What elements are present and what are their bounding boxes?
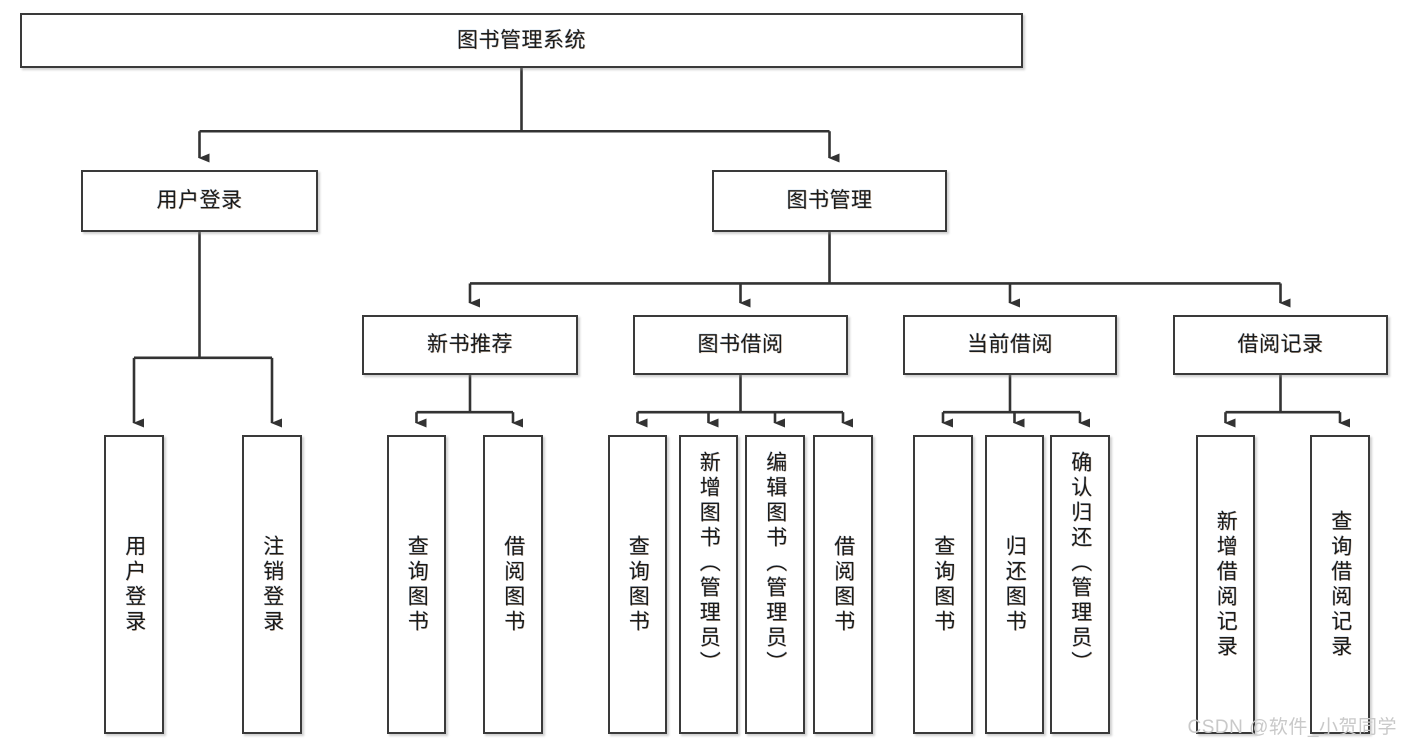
node-leaf-add-book-admin-label: 新增图书（管理员） bbox=[697, 451, 721, 676]
node-current-borrow-label: 当前借阅 bbox=[967, 333, 1053, 357]
node-leaf-query-book-rec[interactable]: 查询图书 bbox=[387, 435, 446, 734]
node-leaf-add-book-admin[interactable]: 新增图书（管理员） bbox=[679, 435, 738, 734]
node-leaf-query-book-cur[interactable]: 查询图书 bbox=[913, 435, 973, 734]
node-leaf-query-book-cur-label: 查询图书 bbox=[931, 534, 955, 635]
node-leaf-user-logout-label: 注销登录 bbox=[260, 534, 284, 635]
node-root-label: 图书管理系统 bbox=[457, 28, 586, 52]
node-book-manage-label: 图书管理 bbox=[786, 189, 873, 213]
node-book-manage[interactable]: 图书管理 bbox=[712, 170, 947, 232]
node-user-login[interactable]: 用户登录 bbox=[81, 170, 318, 232]
node-leaf-query-borrow-record[interactable]: 查询借阅记录 bbox=[1310, 435, 1370, 734]
node-leaf-confirm-return-admin-label: 确认归还（管理员） bbox=[1068, 451, 1092, 676]
node-leaf-user-logout[interactable]: 注销登录 bbox=[242, 435, 302, 734]
node-leaf-edit-book-admin-label: 编辑图书（管理员） bbox=[763, 451, 787, 676]
node-book-borrow[interactable]: 图书借阅 bbox=[633, 315, 848, 375]
node-new-book-rec-label: 新书推荐 bbox=[427, 333, 513, 357]
node-leaf-query-book-bor[interactable]: 查询图书 bbox=[608, 435, 667, 734]
node-borrow-record-label: 借阅记录 bbox=[1237, 333, 1324, 357]
node-leaf-return-book[interactable]: 归还图书 bbox=[985, 435, 1044, 734]
node-leaf-user-login[interactable]: 用户登录 bbox=[104, 435, 164, 734]
node-root[interactable]: 图书管理系统 bbox=[20, 13, 1023, 68]
node-leaf-borrow-book-bor[interactable]: 借阅图书 bbox=[813, 435, 873, 734]
node-user-login-label: 用户登录 bbox=[156, 189, 243, 213]
node-current-borrow[interactable]: 当前借阅 bbox=[903, 315, 1117, 375]
node-leaf-borrow-book-rec[interactable]: 借阅图书 bbox=[483, 435, 543, 734]
node-borrow-record[interactable]: 借阅记录 bbox=[1173, 315, 1388, 375]
node-leaf-confirm-return-admin[interactable]: 确认归还（管理员） bbox=[1050, 435, 1110, 734]
node-leaf-query-book-rec-label: 查询图书 bbox=[405, 534, 429, 635]
node-leaf-query-book-bor-label: 查询图书 bbox=[626, 534, 650, 635]
node-leaf-user-login-label: 用户登录 bbox=[122, 534, 146, 635]
node-leaf-edit-book-admin[interactable]: 编辑图书（管理员） bbox=[745, 435, 805, 734]
watermark-text: CSDN @软件_小贺同学 bbox=[1187, 717, 1397, 738]
node-leaf-return-book-label: 归还图书 bbox=[1003, 534, 1027, 635]
node-leaf-add-borrow-record-label: 新增借阅记录 bbox=[1214, 509, 1238, 660]
node-leaf-add-borrow-record[interactable]: 新增借阅记录 bbox=[1196, 435, 1255, 734]
node-book-borrow-label: 图书借阅 bbox=[697, 333, 784, 357]
node-leaf-borrow-book-rec-label: 借阅图书 bbox=[501, 534, 525, 635]
node-new-book-rec[interactable]: 新书推荐 bbox=[362, 315, 578, 375]
node-leaf-borrow-book-bor-label: 借阅图书 bbox=[831, 534, 855, 635]
node-leaf-query-borrow-record-label: 查询借阅记录 bbox=[1328, 509, 1352, 660]
connector-lines bbox=[132, 68, 1350, 428]
